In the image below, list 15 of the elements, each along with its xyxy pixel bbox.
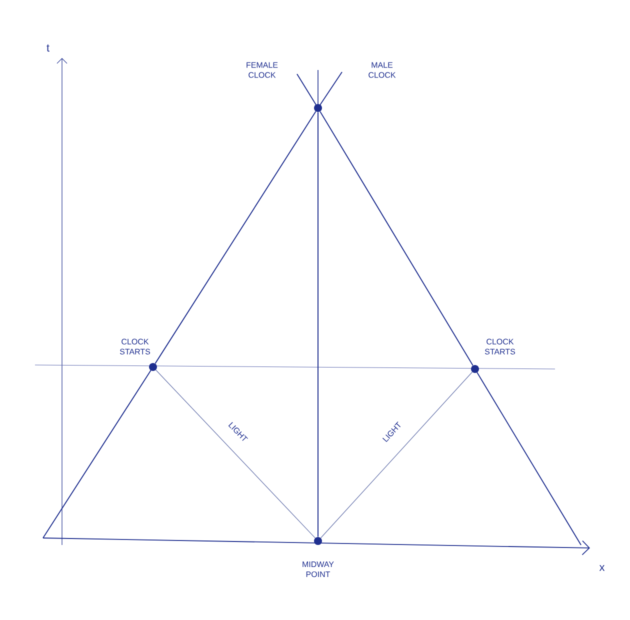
event-dot	[471, 365, 479, 373]
event-dot	[314, 104, 322, 112]
axis-label: t	[46, 44, 50, 52]
event-label: CLOCK STARTS	[484, 338, 516, 354]
light-ray	[156, 370, 316, 538]
event-label: MIDWAY POINT	[302, 562, 334, 578]
worldline	[154, 111, 316, 364]
event-dot	[314, 537, 322, 545]
axis-label: x	[599, 565, 605, 571]
line-label: MALE CLOCK	[368, 62, 396, 78]
light-ray	[320, 372, 473, 538]
worldline	[320, 111, 474, 366]
event-label: CLOCK STARTS	[120, 338, 150, 354]
event-dot	[149, 363, 157, 371]
line-label: FEMALE CLOCK	[246, 62, 278, 78]
